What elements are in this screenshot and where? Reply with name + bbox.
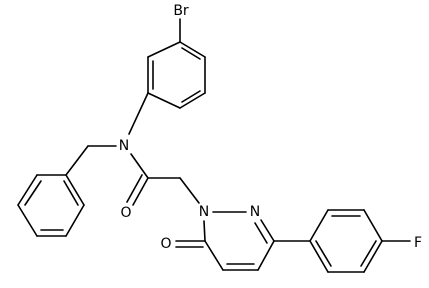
bond-c5-c6 <box>204 240 224 271</box>
bond <box>17 204 38 237</box>
double-bond-inner <box>181 90 201 103</box>
bromophenyl-ring <box>147 41 206 109</box>
pyridazinone-ring <box>203 211 275 271</box>
double-bond-inner <box>181 47 201 60</box>
double-bond-inner <box>24 180 42 206</box>
bromine-atom-label: Br <box>173 3 189 19</box>
bond-n2-c3-double <box>254 222 268 244</box>
bond <box>363 240 383 273</box>
bond-ch2-benzene <box>65 145 89 176</box>
bond-c6-n1 <box>203 220 206 242</box>
double-bond-inner <box>63 180 79 206</box>
bond <box>65 174 85 206</box>
amide-nitrogen-label: N <box>119 138 129 154</box>
bond-ring-n <box>128 92 149 135</box>
ring-oxygen-label: O <box>160 236 171 252</box>
amide-oxygen-label: O <box>120 205 131 221</box>
fluorine-atom-label: F <box>414 235 422 251</box>
double-bond-inner <box>315 240 332 267</box>
bond <box>65 204 85 237</box>
bond <box>179 92 206 109</box>
double-bond-inner <box>360 240 377 267</box>
bond <box>309 209 329 242</box>
bond <box>179 41 206 58</box>
bond <box>147 41 181 58</box>
bond-n-carbonyl <box>130 153 149 179</box>
benzyl-phenyl-ring <box>17 174 85 237</box>
fluorophenyl-ring <box>309 209 383 273</box>
bond-ch2-n1 <box>179 177 200 204</box>
bond-n2-c3 <box>260 219 275 242</box>
ring-nitrogen-1-label: N <box>199 204 209 220</box>
bond-carbonyl-o <box>132 177 149 206</box>
bond-c3-c4 <box>257 240 275 271</box>
bond-carbonyl-o-double <box>126 174 143 203</box>
bond <box>309 240 329 273</box>
bond <box>363 209 383 242</box>
ring-nitrogen-2-label: N <box>250 204 260 220</box>
bond <box>147 92 181 109</box>
bond <box>17 174 38 206</box>
